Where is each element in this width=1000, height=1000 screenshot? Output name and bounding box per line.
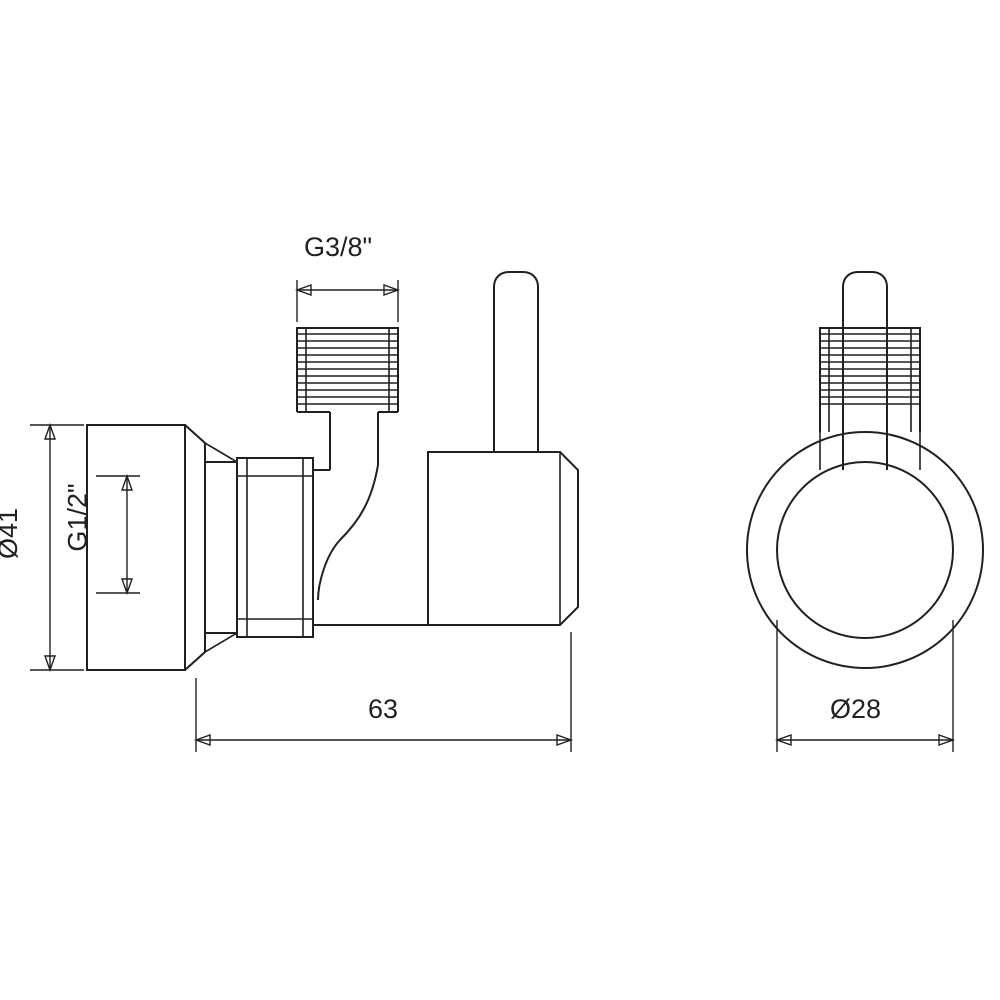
- outlet-spigot-outline: [296, 327, 399, 412]
- dim-label-flange-diameter: Ø41: [0, 507, 24, 560]
- dim-63-arrow-right: [556, 734, 574, 746]
- dim-g12-arrow-bottom: [121, 578, 133, 596]
- dim-g12-arrow-top: [121, 473, 133, 491]
- front-outlet-thread-hatching: [820, 333, 920, 405]
- front-handle-lever: [842, 271, 888, 470]
- dim-label-inlet-thread: G1/2": [62, 483, 93, 552]
- front-outlet-spigot-outline: [819, 327, 921, 432]
- side-view-geometry: [86, 271, 579, 671]
- side-view-dimension-lines: [30, 280, 574, 752]
- front-outer-circle: [746, 431, 984, 669]
- dim-d28-arrow-right: [938, 734, 956, 746]
- dim-d41-arrow-bottom: [44, 655, 56, 673]
- flange-cone: [184, 424, 206, 671]
- dim-label-outlet-thread: G3/8": [304, 232, 373, 262]
- dim-label-body-diameter: Ø28: [830, 694, 882, 724]
- front-view-dimension-lines: [774, 620, 956, 752]
- outlet-to-body-fillet: [317, 464, 379, 601]
- dim-g38-arrow-right: [383, 284, 401, 296]
- dim-63-arrow-left: [193, 734, 211, 746]
- handle-lever: [493, 271, 539, 452]
- hex-nut-body: [236, 457, 314, 638]
- dim-d28-arrow-left: [774, 734, 792, 746]
- flange-cone-edge-top: [204, 442, 238, 463]
- dim-label-overall-length: 63: [368, 694, 399, 724]
- valve-body-barrel: [427, 451, 579, 626]
- flange-outer-body: [86, 424, 186, 671]
- front-view-geometry: [746, 271, 984, 669]
- flange-cone-edge-bottom: [204, 632, 238, 653]
- front-inner-circle: [776, 461, 954, 639]
- outlet-thread-hatching: [297, 333, 398, 405]
- dim-d41-arrow-top: [44, 422, 56, 440]
- dim-g38-arrow-left: [294, 284, 312, 296]
